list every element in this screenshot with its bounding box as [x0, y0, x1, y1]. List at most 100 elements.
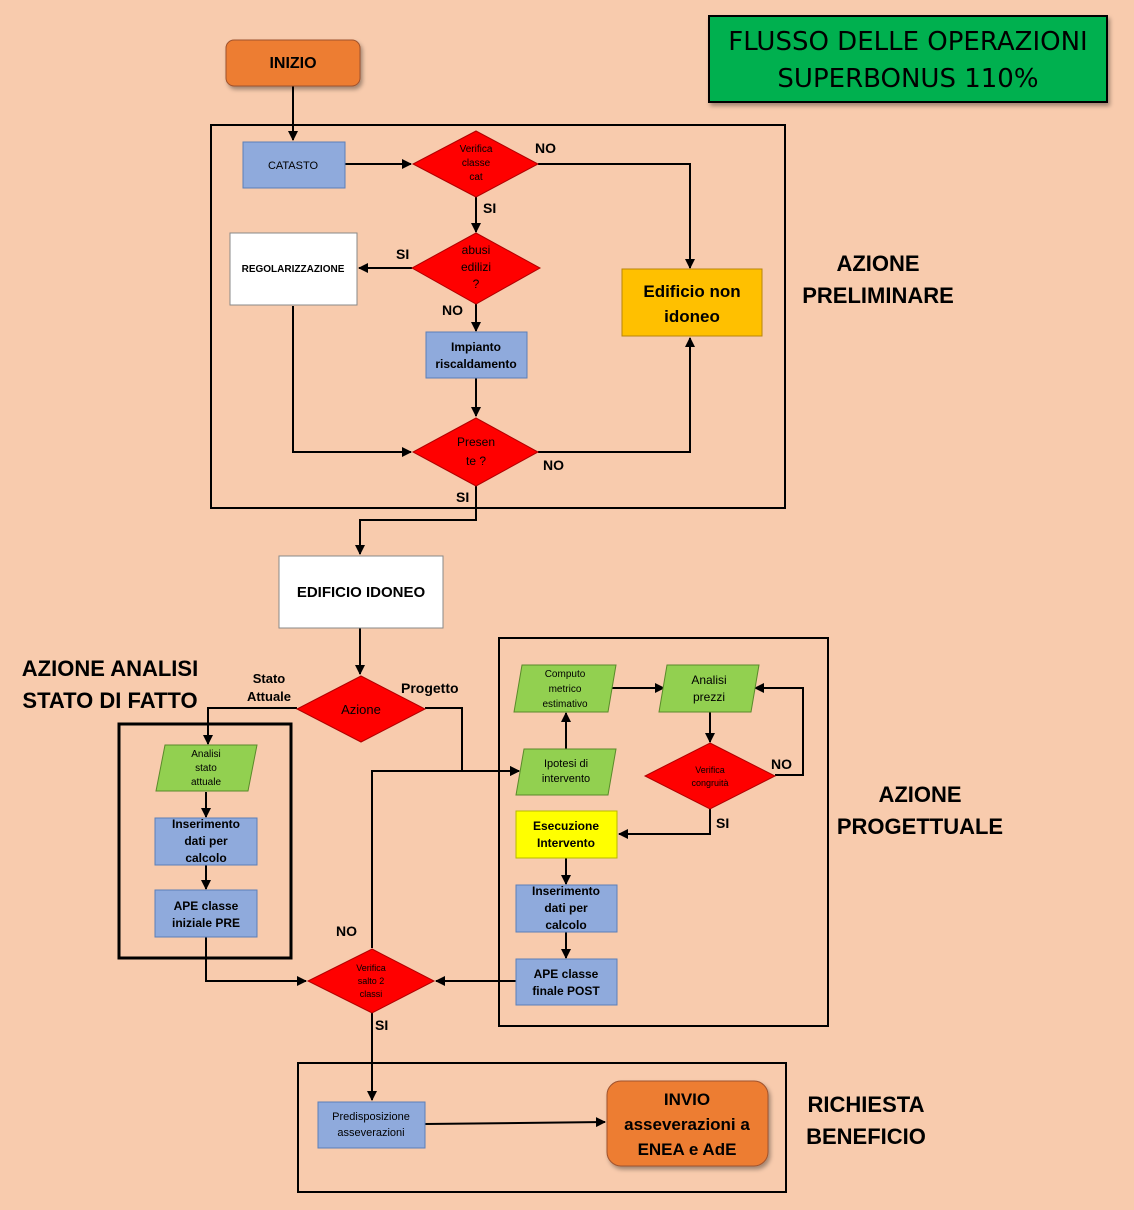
impianto-line-1: Impianto	[451, 340, 501, 354]
frame-beneficio	[297, 1062, 787, 1193]
inserimento-2-line-3: calcolo	[545, 918, 586, 932]
title-line-2: SUPERBONUS 110%	[777, 64, 1038, 94]
label-no-salto: NO	[336, 923, 357, 939]
verifica-classe-line-3: cat	[469, 172, 483, 183]
section-analisi-line-1: AZIONE ANALISI	[22, 656, 198, 681]
abusi-line-1: abusi	[462, 243, 491, 257]
non-idoneo-line-1: Edificio non	[643, 282, 740, 301]
verifica-salto-line-2: salto 2	[358, 976, 385, 986]
section-preliminare-line-2: PRELIMINARE	[802, 283, 954, 308]
ipotesi-line-2: intervento	[542, 773, 590, 785]
analisi-stato-line-2: stato	[195, 763, 217, 774]
arrow-presente-nonidoneo	[538, 337, 695, 453]
ape-post-box: APE classe finale POST	[515, 958, 618, 1006]
section-beneficio: RICHIESTA BENEFICIO	[806, 1092, 926, 1149]
ape-pre-box: APE classe iniziale PRE	[154, 889, 258, 938]
azione-label: Azione	[341, 702, 381, 717]
ape-pre-line-2: iniziale PRE	[172, 916, 240, 930]
presente-decision: Presen te ?	[411, 417, 540, 487]
esecuzione-box: Esecuzione Intervento	[515, 810, 618, 859]
arrow-predisposizione-invio	[424, 1117, 606, 1128]
verifica-classe-line-2: classe	[462, 158, 491, 169]
section-analisi: AZIONE ANALISI STATO DI FATTO	[22, 656, 198, 713]
label-stato-attuale-line-2: Attuale	[247, 689, 291, 704]
computo-line-3: estimativo	[542, 699, 587, 710]
invio-box: INVIO asseverazioni a ENEA e AdE	[606, 1080, 769, 1167]
computo-line-2: metrico	[549, 684, 582, 695]
edge-labels: NO SI SI NO NO SI Stato Attuale Progetto…	[247, 140, 792, 1033]
analisi-stato-box: Analisi stato attuale	[155, 744, 258, 792]
inserimento-2-box: Inserimento dati per calcolo	[515, 884, 618, 933]
arrow-salto-ipotesi	[371, 766, 520, 948]
label-progetto: Progetto	[401, 680, 459, 696]
idoneo-box: EDIFICIO IDONEO	[278, 555, 444, 629]
section-progettuale-line-1: AZIONE	[878, 782, 961, 807]
computo-box: Computo metrico estimativo	[513, 664, 617, 713]
label-no-abusi: NO	[442, 302, 463, 318]
analisi-prezzi-line-2: prezzi	[693, 690, 725, 704]
ape-post-line-1: APE classe	[534, 967, 599, 981]
label-si-presente: SI	[456, 489, 469, 505]
verifica-classe-decision: Verifica classe cat	[411, 130, 540, 198]
abusi-line-2: edilizi	[461, 260, 491, 274]
verifica-congruita-decision: Verifica congruità	[643, 742, 777, 810]
arrow-congruita-prezzi	[754, 683, 804, 776]
verifica-congruita-line-1: Verifica	[695, 765, 725, 775]
verifica-congruita-line-2: congruità	[691, 778, 728, 788]
abusi-decision: abusi edilizi ?	[410, 232, 542, 305]
invio-line-3: ENEA e AdE	[638, 1140, 737, 1159]
presente-line-2: te ?	[466, 454, 486, 468]
label-no-congruita: NO	[771, 756, 792, 772]
impianto-line-2: riscaldamento	[435, 357, 516, 371]
label-si-congruita: SI	[716, 815, 729, 831]
regolarizzazione-label: REGOLARIZZAZIONE	[242, 264, 345, 275]
arrow-presente-idoneo	[355, 486, 477, 555]
label-si-abusi: SI	[396, 246, 409, 262]
ape-pre-line-1: APE classe	[174, 899, 239, 913]
verifica-salto-line-1: Verifica	[356, 963, 386, 973]
esecuzione-line-2: Intervento	[537, 836, 595, 850]
inserimento-2-line-2: dati per	[544, 901, 588, 915]
azione-decision: Azione	[295, 675, 427, 743]
label-no-presente: NO	[543, 457, 564, 473]
analisi-stato-line-1: Analisi	[191, 749, 220, 760]
arrow-regolarizzazione-presente	[292, 306, 412, 457]
verifica-classe-line-1: Verifica	[460, 144, 493, 155]
frame-progettuale	[498, 637, 829, 1027]
invio-line-1: INVIO	[664, 1090, 710, 1109]
inserimento-1-line-3: calcolo	[185, 851, 226, 865]
label-stato-attuale-line-1: Stato	[253, 671, 286, 686]
section-progettuale-line-2: PROGETTUALE	[837, 814, 1003, 839]
ipotesi-line-1: Ipotesi di	[544, 758, 588, 770]
section-preliminare-line-1: AZIONE	[836, 251, 919, 276]
section-analisi-line-2: STATO DI FATTO	[22, 688, 197, 713]
regolarizzazione-box: REGOLARIZZAZIONE	[229, 232, 358, 306]
presente-line-1: Presen	[457, 435, 495, 449]
inserimento-2-line-1: Inserimento	[532, 884, 600, 898]
abusi-line-3: ?	[473, 277, 480, 291]
section-beneficio-line-2: BENEFICIO	[806, 1124, 926, 1149]
inizio-node: INIZIO	[225, 39, 361, 87]
arrow-congruita-esecuzione	[618, 808, 711, 839]
analisi-prezzi-line-1: Analisi	[691, 673, 726, 687]
ipotesi-box: Ipotesi di intervento	[515, 748, 617, 796]
predisposizione-line-1: Predisposizione	[332, 1111, 410, 1123]
section-beneficio-line-1: RICHIESTA	[808, 1092, 925, 1117]
title-box: FLUSSO DELLE OPERAZIONI SUPERBONUS 110%	[708, 15, 1108, 103]
arrow-verifica-nonidoneo	[538, 163, 695, 269]
arrow-azione-analisi	[203, 707, 297, 745]
verifica-salto-decision: Verifica salto 2 classi	[306, 948, 436, 1014]
catasto-box: CATASTO	[242, 141, 346, 189]
inserimento-1-line-2: dati per	[184, 834, 228, 848]
arrow-ape-salto	[205, 937, 307, 986]
esecuzione-line-1: Esecuzione	[533, 819, 599, 833]
ape-post-line-2: finale POST	[532, 984, 600, 998]
inserimento-1-box: Inserimento dati per calcolo	[154, 817, 258, 866]
predisposizione-box: Predisposizione asseverazioni	[317, 1101, 426, 1149]
frame-preliminare	[210, 124, 786, 509]
predisposizione-line-2: asseverazioni	[337, 1127, 404, 1139]
non-idoneo-line-2: idoneo	[664, 307, 720, 326]
computo-line-1: Computo	[545, 669, 586, 680]
label-si-salto: SI	[375, 1017, 388, 1033]
